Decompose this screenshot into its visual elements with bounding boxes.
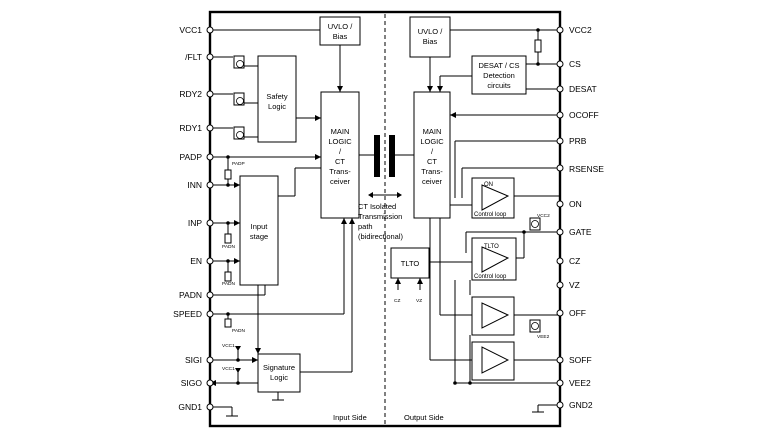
- svg-text:Transmission: Transmission: [358, 212, 402, 221]
- svg-text:TLTO: TLTO: [484, 244, 499, 250]
- label-padn-small-2: PADN: [222, 281, 236, 287]
- svg-text:LOGIC: LOGIC: [328, 137, 352, 146]
- tlto-block: TLTO: [390, 247, 430, 279]
- svg-text:LOGIC: LOGIC: [420, 137, 444, 146]
- svg-text:ON: ON: [484, 182, 493, 188]
- pin-gnd2: GND2: [569, 400, 593, 410]
- svg-text:Signature: Signature: [263, 363, 295, 372]
- svg-text:Bias: Bias: [333, 32, 348, 41]
- pin-rdy2: RDY2: [179, 89, 202, 99]
- pin-off: OFF: [569, 308, 586, 318]
- svg-text:TLTO: TLTO: [401, 259, 420, 268]
- label-padp-small: PADP: [232, 161, 245, 167]
- svg-text:MAIN: MAIN: [331, 127, 350, 136]
- pin-cs: CS: [569, 59, 581, 69]
- pin-vcc1: VCC1: [179, 25, 202, 35]
- svg-text:CT Isolated: CT Isolated: [358, 202, 396, 211]
- left-arrows: [210, 86, 355, 386]
- svg-text:Safety: Safety: [266, 92, 288, 101]
- pin-rsense: RSENSE: [569, 164, 604, 174]
- uvlo-bias-right: UVLO / Bias: [409, 16, 451, 58]
- label-vee2-small: VEE2: [537, 334, 550, 340]
- pin-vcc2: VCC2: [569, 25, 592, 35]
- right-pin-labels: VCC2 CS DESAT OCOFF PRB RSENSE ON GATE C…: [569, 25, 604, 410]
- svg-text:DESAT / CS: DESAT / CS: [479, 61, 520, 70]
- output-side-label: Output Side: [404, 413, 444, 422]
- left-components: [224, 55, 284, 417]
- label-padn-small-1: PADN: [222, 244, 236, 250]
- left-pin-labels: VCC1 /FLT RDY2 RDY1 PADP INN INP EN PADN…: [173, 25, 202, 412]
- svg-text:Control loop: Control loop: [474, 212, 507, 218]
- label-cz-small: CZ: [394, 298, 400, 304]
- svg-text:Input: Input: [251, 222, 269, 231]
- label-padn-small-3: PADN: [232, 328, 246, 334]
- off-driver-block: [471, 296, 515, 336]
- pin-padn: PADN: [179, 290, 202, 300]
- tlto-control-loop-block: TLTO Control loop: [471, 237, 517, 281]
- on-control-loop-block: ON Control loop: [471, 177, 515, 219]
- right-junctions: [453, 28, 540, 385]
- safety-logic-block: Safety Logic: [257, 55, 297, 143]
- signature-logic-block: Signature Logic: [257, 353, 301, 393]
- uvlo-bias-left: UVLO / Bias: [319, 16, 361, 46]
- left-junctions: [226, 155, 240, 385]
- svg-text:circuits: circuits: [487, 81, 511, 90]
- svg-text:(bidirectional): (bidirectional): [358, 232, 404, 241]
- pin-vee2: VEE2: [569, 378, 591, 388]
- pin-inn: INN: [187, 180, 202, 190]
- svg-text:/: /: [339, 147, 342, 156]
- pin-ocoff: OCOFF: [569, 110, 599, 120]
- svg-text:MAIN: MAIN: [423, 127, 442, 136]
- label-vz-small: VZ: [416, 298, 422, 304]
- pin-gnd1: GND1: [178, 402, 202, 412]
- svg-text:Detection: Detection: [483, 71, 515, 80]
- label-vcc1-small-1: VCC1: [222, 343, 235, 349]
- svg-text:ceiver: ceiver: [330, 177, 351, 186]
- right-pin-circles: [556, 26, 564, 409]
- svg-text:stage: stage: [250, 232, 268, 241]
- svg-text:CT: CT: [335, 157, 345, 166]
- ct-path-label: CT Isolated Transmission path (bidirecti…: [358, 202, 404, 241]
- pin-inp: INP: [188, 218, 203, 228]
- pin-sigi: SIGI: [185, 355, 202, 365]
- svg-text:UVLO /: UVLO /: [418, 27, 444, 36]
- left-pin-circles: [206, 26, 214, 411]
- soff-driver-block: [471, 341, 515, 381]
- pin-speed: SPEED: [173, 309, 202, 319]
- svg-text:/: /: [431, 147, 434, 156]
- pin-flt: /FLT: [185, 52, 202, 62]
- pin-soff: SOFF: [569, 355, 592, 365]
- svg-text:Trans-: Trans-: [421, 167, 443, 176]
- pin-rdy1: RDY1: [179, 123, 202, 133]
- svg-text:Logic: Logic: [268, 102, 286, 111]
- svg-text:Control loop: Control loop: [474, 274, 507, 280]
- svg-text:Logic: Logic: [270, 373, 288, 382]
- right-components: [529, 39, 544, 413]
- main-logic-left-block: MAIN LOGIC / CT Trans- ceiver: [320, 91, 360, 219]
- svg-text:UVLO /: UVLO /: [328, 22, 354, 31]
- pin-en: EN: [190, 256, 202, 266]
- ct-transformer: [359, 135, 414, 198]
- pin-desat: DESAT: [569, 84, 597, 94]
- label-vcc2-small: VCC2: [537, 213, 550, 219]
- svg-text:CT: CT: [427, 157, 437, 166]
- input-side-label: Input Side: [333, 413, 367, 422]
- pin-cz: CZ: [569, 256, 580, 266]
- desat-detection-block: DESAT / CS Detection circuits: [471, 55, 527, 95]
- pin-on: ON: [569, 199, 582, 209]
- svg-text:Bias: Bias: [423, 37, 438, 46]
- pin-prb: PRB: [569, 136, 587, 146]
- svg-text:ceiver: ceiver: [422, 177, 443, 186]
- pin-vz: VZ: [569, 280, 580, 290]
- pin-gate: GATE: [569, 227, 592, 237]
- input-stage-block: Input stage: [239, 175, 279, 286]
- svg-text:path: path: [358, 222, 373, 231]
- main-logic-right-block: MAIN LOGIC / CT Trans- ceiver: [413, 91, 451, 219]
- pin-padp: PADP: [179, 152, 202, 162]
- svg-text:Trans-: Trans-: [329, 167, 351, 176]
- pin-sigo: SIGO: [181, 378, 203, 388]
- label-vcc1-small-2: VCC1: [222, 366, 235, 372]
